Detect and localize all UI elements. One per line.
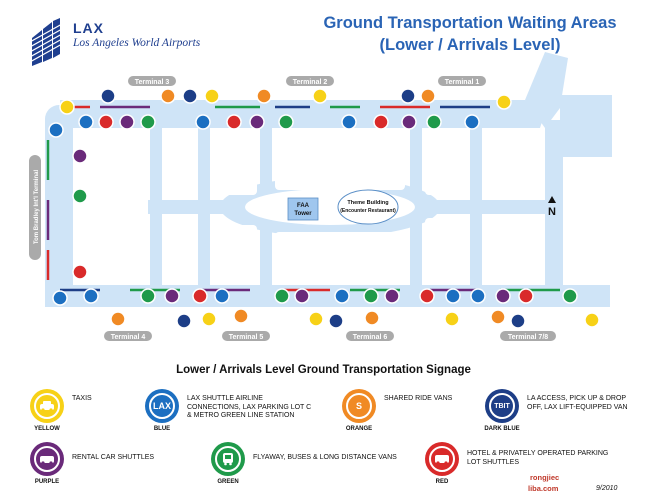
legend-color-dark-blue: DARK BLUE bbox=[484, 426, 520, 432]
legend-item-rental-car: PURPLE RENTAL CAR SHUTTLES bbox=[30, 442, 155, 485]
legend-color-blue: BLUE bbox=[153, 426, 171, 432]
bus-icon: GREEN bbox=[211, 442, 245, 485]
legend-title: Lower / Arrivals Level Ground Transporta… bbox=[176, 364, 471, 376]
marker-row-bottom-2 bbox=[110, 308, 600, 329]
lax-shuttle-icon: LAX BLUE bbox=[145, 389, 179, 432]
legend-desc-hotel: HOTEL & PRIVATELY OPERATED PARKING LOT S… bbox=[467, 450, 609, 466]
terminal-78-label: Terminal 7/8 bbox=[508, 334, 548, 341]
north-arrow-icon: N bbox=[548, 196, 556, 218]
wheelchair-icon: TBIT DARK BLUE bbox=[484, 389, 520, 432]
title-line-1: Ground Transportation Waiting Areas bbox=[323, 14, 617, 32]
theme-building bbox=[337, 189, 399, 225]
watermark-line-2: liba.com bbox=[528, 484, 559, 493]
legend-color-purple: PURPLE bbox=[34, 479, 60, 485]
watermark-line-1: rongjiec bbox=[530, 473, 560, 482]
brand-full-name: Los Angeles World Airports bbox=[73, 37, 201, 49]
inner-blocks bbox=[90, 135, 543, 285]
terminal-5-label: Terminal 5 bbox=[229, 334, 264, 341]
lax-logo bbox=[30, 18, 63, 66]
legend-desc-shared-ride: SHARED RIDE VANS bbox=[384, 395, 453, 402]
legend-item-hotel: RED HOTEL & PRIVATELY OPERATED PARKING L… bbox=[425, 442, 617, 485]
hotel-shuttle-icon: RED bbox=[425, 442, 459, 485]
terminal-4-label: Terminal 4 bbox=[111, 334, 146, 341]
legend-color-green: GREEN bbox=[217, 479, 239, 485]
legend-item-la-access: TBIT DARK BLUE LA ACCESS, PICK UP & DROP… bbox=[484, 389, 637, 432]
terminal-1-label: Terminal 1 bbox=[445, 79, 480, 86]
marker-row-top bbox=[59, 88, 512, 115]
marker-column-left bbox=[72, 148, 88, 280]
legend-desc-lax-shuttle: LAX SHUTTLE AIRLINE CONNECTIONS, LAX PAR… bbox=[187, 395, 312, 419]
terminal-map: FAA Tower Theme Building (Encounter Rest… bbox=[29, 52, 612, 341]
terminal-2-label: Terminal 2 bbox=[293, 79, 328, 86]
terminal-tags: Terminal 3 Terminal 2 Terminal 1 Termina… bbox=[29, 76, 556, 341]
shared-ride-icon: S ORANGE bbox=[342, 389, 376, 432]
taxi-icon: YELLOW bbox=[30, 389, 64, 432]
legend-item-taxis: YELLOW TAXIS bbox=[30, 389, 92, 432]
terminal-6-label: Terminal 6 bbox=[353, 334, 388, 341]
theme-label-2: (Encounter Restaurant) bbox=[340, 208, 396, 214]
legend-color-orange: ORANGE bbox=[345, 426, 373, 432]
legend-color-red: RED bbox=[435, 479, 449, 485]
legend-desc-flyaway: FLYAWAY, BUSES & LONG DISTANCE VANS bbox=[253, 454, 397, 461]
theme-label-1: Theme Building bbox=[347, 200, 388, 206]
marker-row-top-2 bbox=[48, 114, 480, 138]
legend-desc-taxis: TAXIS bbox=[72, 395, 92, 402]
legend-color-yellow: YELLOW bbox=[34, 426, 60, 432]
page-title: Ground Transportation Waiting Areas (Low… bbox=[305, 14, 635, 55]
rental-car-icon: PURPLE bbox=[30, 442, 64, 485]
tbit-label: Tom Bradley Int'l Terminal bbox=[34, 170, 40, 245]
faa-label-2: Tower bbox=[294, 211, 312, 217]
legend-item-shared-ride: S ORANGE SHARED RIDE VANS bbox=[342, 389, 453, 432]
legend-desc-rental-car: RENTAL CAR SHUTTLES bbox=[72, 454, 155, 461]
marker-row-bottom bbox=[52, 288, 578, 306]
brand-code: LAX bbox=[73, 20, 104, 36]
revision-date: 9/2010 bbox=[596, 485, 618, 492]
legend-desc-la-access: LA ACCESS, PICK UP & DROP OFF, LAX LIFT-… bbox=[527, 395, 628, 411]
brand: LAX Los Angeles World Airports bbox=[73, 20, 200, 49]
terminal-3-label: Terminal 3 bbox=[135, 79, 170, 86]
legend-item-lax-shuttle: LAX BLUE LAX SHUTTLE AIRLINE CONNECTIONS… bbox=[145, 389, 317, 432]
north-label: N bbox=[548, 206, 556, 218]
faa-label-1: FAA bbox=[297, 203, 310, 209]
legend-item-flyaway: GREEN FLYAWAY, BUSES & LONG DISTANCE VAN… bbox=[211, 442, 397, 485]
title-line-2: (Lower / Arrivals Level) bbox=[379, 36, 561, 54]
faa-tower bbox=[287, 197, 319, 221]
